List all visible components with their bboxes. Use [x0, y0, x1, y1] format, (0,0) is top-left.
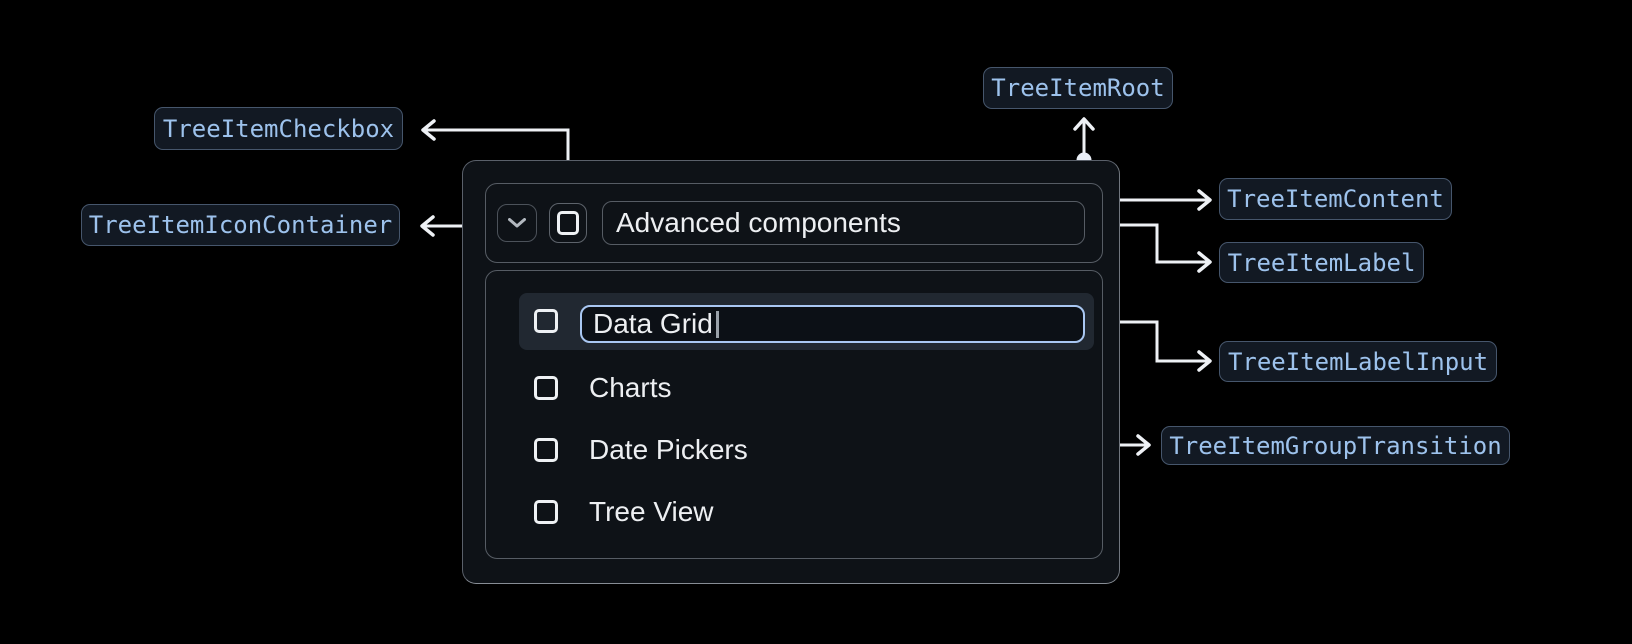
badge-tree-item-group-transition: TreeItemGroupTransition	[1161, 426, 1510, 465]
parent-item-label-text: Advanced components	[616, 207, 901, 238]
badge-tree-item-icon-container: TreeItemIconContainer	[81, 204, 400, 246]
tree-item-row-editing[interactable]: Data Grid	[519, 293, 1094, 350]
badge-tree-item-label-input: TreeItemLabelInput	[1219, 341, 1497, 382]
tree-item-checkbox[interactable]	[549, 203, 587, 243]
checkbox-unchecked-icon[interactable]	[534, 375, 558, 400]
badge-tree-item-content: TreeItemContent	[1219, 178, 1452, 220]
tree-item-row[interactable]: Charts	[534, 372, 671, 403]
text-cursor	[715, 310, 719, 338]
checkbox-unchecked-icon[interactable]	[534, 437, 558, 462]
badge-tree-item-label: TreeItemLabel	[1219, 242, 1424, 283]
tree-item-root: Advanced components Data Grid Charts	[462, 160, 1120, 584]
tree-item-content[interactable]: Advanced components	[485, 183, 1103, 263]
tree-item-label: Tree View	[589, 495, 714, 527]
checkbox-unchecked-icon[interactable]	[534, 499, 558, 524]
badge-tree-item-checkbox: TreeItemCheckbox	[154, 107, 403, 150]
badge-tree-item-root: TreeItemRoot	[983, 67, 1173, 109]
tree-item-group-transition: Data Grid Charts Date Pickers Tree View	[485, 270, 1103, 559]
tree-item-icon-container[interactable]	[497, 204, 537, 242]
tree-item-label-input[interactable]: Data Grid	[580, 305, 1085, 343]
checkbox-unchecked-icon	[557, 211, 579, 235]
checkbox-unchecked-icon[interactable]	[534, 309, 558, 333]
chevron-down-icon	[508, 218, 526, 228]
label-input-value: Data Grid	[593, 308, 713, 339]
tree-item-label: Advanced components	[602, 201, 1085, 245]
tree-item-label: Charts	[589, 371, 672, 403]
tree-item-row[interactable]: Tree View	[534, 496, 714, 527]
tree-item-row[interactable]: Date Pickers	[534, 434, 748, 465]
tree-item-label: Date Pickers	[589, 433, 748, 465]
